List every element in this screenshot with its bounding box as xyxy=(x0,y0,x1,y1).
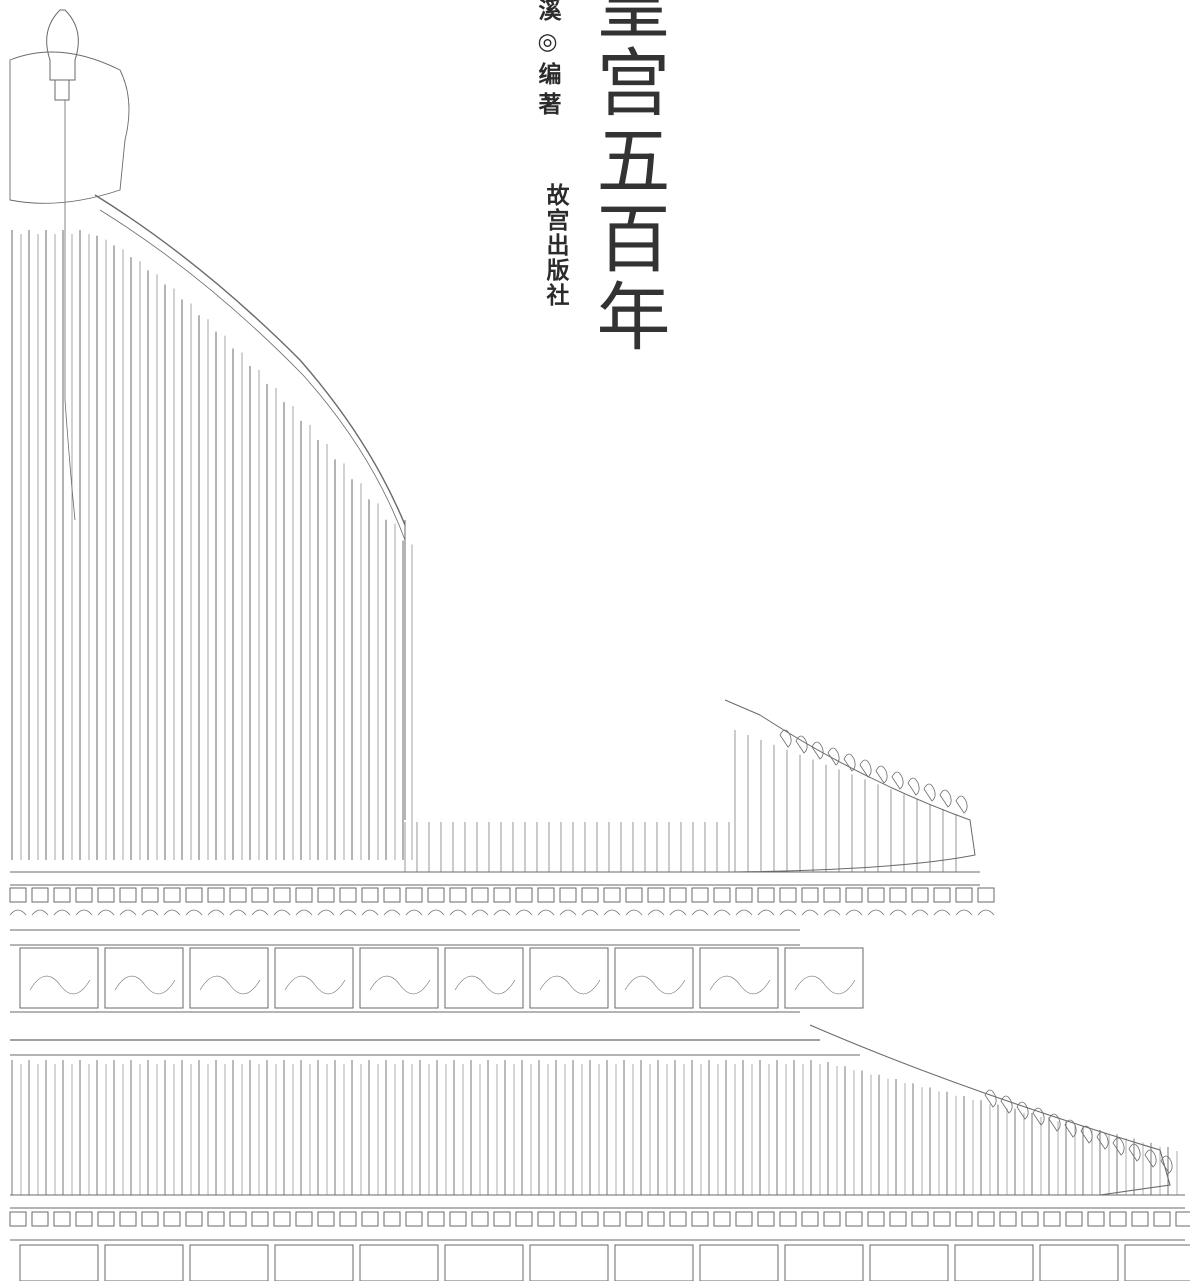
publisher-name: 故宫出版社 xyxy=(542,183,569,308)
author-credit: 溪◎编著 xyxy=(534,0,561,122)
book-title: 皇宫五百年 xyxy=(584,0,670,356)
